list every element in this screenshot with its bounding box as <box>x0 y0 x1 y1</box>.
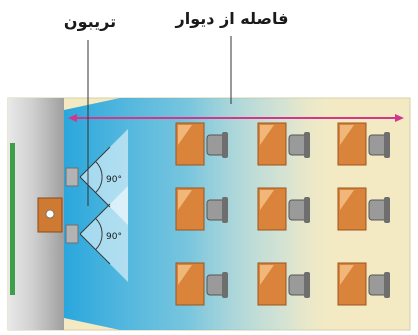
seat <box>337 262 390 306</box>
desk-highlight <box>340 190 354 210</box>
chair-back <box>304 132 310 158</box>
desk-highlight <box>260 190 274 210</box>
desk-highlight <box>178 125 192 145</box>
chair-back <box>222 197 228 223</box>
desk-highlight <box>340 125 354 145</box>
chair-back <box>222 132 228 158</box>
seat <box>337 187 390 231</box>
speaker-top <box>65 167 79 187</box>
chair-back <box>222 272 228 298</box>
desk-highlight <box>340 265 354 285</box>
seat <box>257 262 310 306</box>
angle-label-top: 90° <box>106 175 122 185</box>
angle-label-bottom: 90° <box>106 232 122 242</box>
desk-highlight <box>260 125 274 145</box>
seating-area <box>175 122 390 306</box>
seat <box>337 122 390 166</box>
speaker-bottom <box>65 224 79 244</box>
angle-marker-top <box>79 146 111 208</box>
chair-back <box>304 272 310 298</box>
wall-distance-label: فاصله از دیوار <box>175 9 289 28</box>
wall-distance-arrow <box>68 114 404 122</box>
seat <box>175 122 228 166</box>
seat <box>257 187 310 231</box>
angle-marker-bottom <box>79 203 111 265</box>
desk-highlight <box>178 265 192 285</box>
tribune-label: تریبون <box>64 12 116 31</box>
chair-back <box>384 132 390 158</box>
desk <box>175 262 205 306</box>
podium <box>37 197 63 233</box>
seat <box>257 122 310 166</box>
chair-back <box>304 197 310 223</box>
desk-highlight <box>260 265 274 285</box>
speaker-coverage-bottom <box>80 186 128 282</box>
seat <box>175 262 228 306</box>
desk-highlight <box>178 190 192 210</box>
chair-back <box>384 272 390 298</box>
chair-back <box>384 197 390 223</box>
wall-green-strip <box>10 143 15 295</box>
seat <box>175 187 228 231</box>
